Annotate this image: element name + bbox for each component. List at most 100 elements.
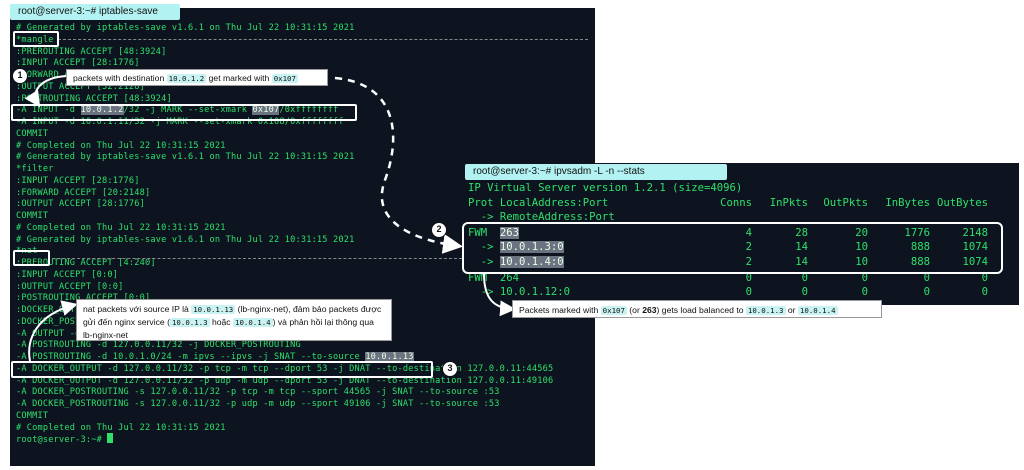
terminal-line: :PREROUTING ACCEPT [4:240]: [16, 258, 156, 268]
ipvs-cell: 14: [795, 256, 808, 268]
callout-snat-rule: nat packets với source IP là 10.0.1.13 (…: [76, 299, 392, 341]
callout-2-text-1: Packets marked with: [519, 305, 601, 315]
nat-separator: [52, 258, 462, 259]
callout-1-text-2: get marked with: [206, 73, 272, 83]
ipvsadm-terminal: IP Virtual Server version 1.2.1 (size=40…: [462, 163, 1019, 305]
callout-3-code-ip2: 10.0.1.4: [233, 318, 273, 327]
snat-rule-prefix: -A POSTROUTING -d 10.0.1.0/24 -m ipvs --…: [16, 352, 366, 362]
terminal-line: :INPUT ACCEPT [0:0]: [16, 269, 119, 280]
ipvs-cell: 1074: [962, 256, 988, 268]
ipvs-row-address: 10.0.1.3:0: [499, 241, 564, 253]
callout-3-text-2: (lb-nginx-net), đảm bảo packets được gửi…: [83, 304, 382, 327]
terminal-line: :PREROUTING ACCEPT [48:3924]: [16, 46, 167, 57]
terminal-line: :POSTROUTING ACCEPT [48:3924]: [16, 93, 172, 104]
ipvs-cell: 20: [855, 227, 868, 239]
callout-2-code-ip2: 10.0.1.4: [797, 306, 838, 315]
mangle-separator: [58, 39, 588, 40]
terminal-line: :FORWARD ACCEPT [20:2148]: [16, 187, 151, 198]
ipvs-cell: 4: [745, 227, 752, 239]
mark-rule-suffix: /0xffffffff: [279, 105, 339, 116]
terminal-line: :OUTPUT ACCEPT [28:1776]: [16, 199, 145, 210]
ipvs-cell: 1776: [904, 227, 930, 239]
arrow-mark-to-ipvs: [334, 76, 463, 254]
mark-rule-ip: 10.0.1.2: [80, 105, 124, 116]
terminal-line: # Generated by iptables-save v1.6.1 on T…: [16, 152, 355, 163]
ipvs-cell: 888: [910, 241, 930, 253]
callout-3-code-ip1: 10.0.1.3: [169, 318, 210, 327]
ipvs-row-address: 10.0.1.4:0: [499, 256, 564, 268]
terminal-line: # Generated by iptables-save v1.6.1 on T…: [16, 23, 355, 33]
mark-rule-mark: 0x107: [252, 105, 280, 116]
callout-1-text-1: packets with destination: [73, 73, 167, 83]
terminal-line: -A POSTROUTING -d 127.0.0.11/32 -j DOCKE…: [16, 340, 301, 351]
ipvs-cell: 0: [861, 286, 868, 298]
callout-3-code-ip: 10.0.1.13: [191, 305, 236, 314]
ipvs-cell: 0: [981, 272, 988, 284]
ipvs-cell: 0: [745, 286, 752, 298]
mark-rule-line: -A INPUT -d 10.0.1.2/32 -j MARK --set-xm…: [16, 104, 338, 116]
callout-2-fwm: 263: [642, 305, 657, 315]
ipvs-row: FWM 264: [468, 271, 519, 285]
terminal-line: # Completed on Thu Jul 22 10:31:15 2021: [16, 222, 226, 233]
callout-1-code-mark: 0x107: [271, 74, 298, 83]
snat-rule-line: -A POSTROUTING -d 10.0.1.0/24 -m ipvs --…: [16, 351, 414, 363]
fwm-263-box: [462, 222, 1003, 274]
terminal-line: -A DOCKER_POSTROUTING -s 127.0.0.11/32 -…: [16, 387, 500, 398]
ipvs-cell: 2: [745, 256, 752, 268]
terminal-line: COMMIT: [16, 410, 49, 421]
ipvs-cell: 0: [861, 272, 868, 284]
ipvs-row-prefix: ->: [468, 241, 500, 253]
terminal-line: *mangle: [16, 34, 54, 45]
callout-2-text-3: ) gets load balanced to: [656, 305, 746, 315]
callout-1-code-ip: 10.0.1.2: [166, 74, 207, 83]
callout-load-balance: Packets marked with 0x107 (or 263) gets …: [512, 300, 882, 318]
ipvs-col-header: InPkts: [769, 197, 808, 209]
ipvs-cell: 14: [795, 241, 808, 253]
mark-rule-prefix: -A INPUT -d: [16, 105, 81, 116]
callout-2-text-2: (or: [626, 305, 643, 315]
snat-rule-box: [11, 361, 433, 378]
callout-2-text-4: or: [785, 305, 798, 315]
iptables-terminal-title: root@server-3:~# iptables-save: [10, 4, 180, 20]
terminal-line: # Generated by iptables-save v1.6.1 on T…: [16, 234, 355, 245]
terminal-line: # Completed on Thu Jul 22 10:31:15 2021: [16, 140, 226, 151]
terminal-line: :INPUT ACCEPT [28:1776]: [16, 58, 140, 69]
step-3-badge: 3: [442, 361, 458, 377]
step-1-badge: 1: [12, 68, 28, 84]
ipvs-row-prefix: ->: [468, 256, 500, 268]
ipvs-cell: 0: [801, 286, 808, 298]
ipvs-row: -> 10.0.1.3:0: [468, 240, 564, 254]
arrow-rule-to-callout3: [28, 300, 78, 362]
ipvs-cell: 1074: [962, 241, 988, 253]
terminal-line: -A DOCKER_OUTPUT -d 127.0.0.11/32 -p tcp…: [16, 363, 554, 374]
ipvs-cell: 0: [801, 272, 808, 284]
ipvs-col-header: Conns: [720, 197, 752, 209]
ipvs-row-address: 263: [499, 227, 520, 239]
callout-2-code-ip1: 10.0.1.3: [745, 306, 786, 315]
snat-rule-ip: 10.0.1.13: [365, 352, 414, 362]
mark-rule-mid: /32 -j MARK --set-xmark: [123, 105, 253, 116]
ipvs-col-header: OutPkts: [823, 197, 868, 209]
terminal-line: -A DOCKER_POSTROUTING -s 127.0.0.11/32 -…: [16, 399, 500, 409]
ipvs-col-header: OutBytes: [936, 197, 988, 209]
terminal-line: COMMIT: [16, 211, 49, 221]
terminal-line: :OUTPUT ACCEPT [0:0]: [16, 281, 124, 292]
ipvs-cell: 2148: [962, 227, 988, 239]
ipvs-cell: 0: [923, 286, 930, 298]
ipvs-cell: 0: [923, 272, 930, 284]
terminal-line: :POSTROUTING ACCEPT [0:0]: [16, 293, 150, 304]
mangle-table-box: [13, 31, 59, 47]
ipvs-cell: 888: [910, 256, 930, 268]
ipvs-subheader: -> RemoteAddress:Port: [468, 211, 615, 223]
ipvs-cell: 10: [855, 256, 868, 268]
ipvs-cell: 0: [981, 286, 988, 298]
callout-3-text-1: nat packets với source IP là: [83, 304, 192, 314]
shell-prompt: root@server-3:~#: [16, 433, 114, 445]
terminal-line: -A INPUT -d 10.0.1.11/32 -j MARK --set-x…: [16, 117, 344, 127]
nat-table-box: [13, 250, 50, 266]
mark-rule-box: [11, 104, 357, 121]
terminal-line: :OUTPUT ACCEPT [32:2128]: [16, 81, 145, 92]
ipvs-version-line: IP Virtual Server version 1.2.1 (size=40…: [468, 182, 743, 194]
ipvs-col-header: InBytes: [885, 197, 930, 209]
